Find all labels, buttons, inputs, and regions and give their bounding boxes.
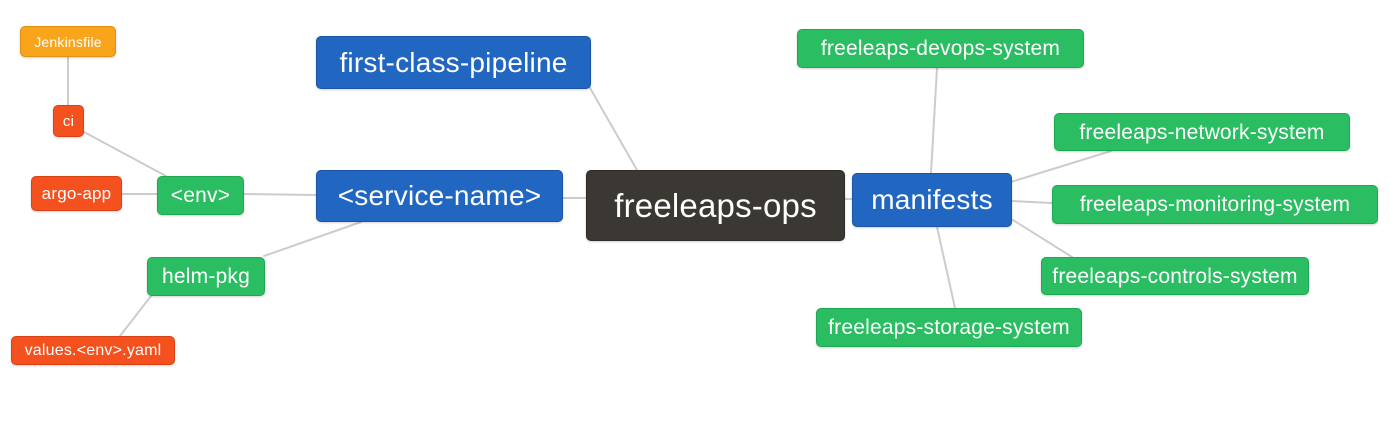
node-helm-pkg[interactable]: helm-pkg bbox=[147, 257, 265, 296]
edge-manifests-to-monitoring-system bbox=[1011, 200, 1053, 204]
node-service-name[interactable]: <service-name> bbox=[316, 170, 563, 222]
node-first-class-pipeline[interactable]: first-class-pipeline bbox=[316, 36, 591, 89]
node-freeleaps-ops[interactable]: freeleaps-ops bbox=[586, 170, 845, 241]
edge-manifests-to-controls-system bbox=[1012, 219, 1073, 258]
edge-ci-to-env bbox=[83, 131, 167, 177]
node-jenkinsfile[interactable]: Jenkinsfile bbox=[20, 26, 116, 57]
edge-manifests-to-network-system bbox=[1010, 150, 1112, 183]
node-ci[interactable]: ci bbox=[53, 105, 84, 137]
node-monitoring-system[interactable]: freeleaps-monitoring-system bbox=[1052, 185, 1378, 224]
edge-manifests-to-storage-system bbox=[936, 226, 956, 309]
edge-env-to-service-name bbox=[243, 193, 317, 196]
edge-first-class-pipeline-to-freeleaps-ops bbox=[589, 87, 638, 171]
node-controls-system[interactable]: freeleaps-controls-system bbox=[1041, 257, 1309, 295]
edge-values-env-yaml-to-helm-pkg bbox=[119, 295, 152, 337]
node-devops-system[interactable]: freeleaps-devops-system bbox=[797, 29, 1084, 68]
node-storage-system[interactable]: freeleaps-storage-system bbox=[816, 308, 1082, 347]
edge-devops-system-to-manifests bbox=[930, 67, 938, 174]
node-argo-app[interactable]: argo-app bbox=[31, 176, 122, 211]
node-values-env-yaml[interactable]: values.<env>.yaml bbox=[11, 336, 175, 365]
node-env[interactable]: <env> bbox=[157, 176, 244, 215]
node-manifests[interactable]: manifests bbox=[852, 173, 1012, 227]
node-network-system[interactable]: freeleaps-network-system bbox=[1054, 113, 1350, 151]
edge-helm-pkg-to-service-name bbox=[263, 221, 362, 257]
